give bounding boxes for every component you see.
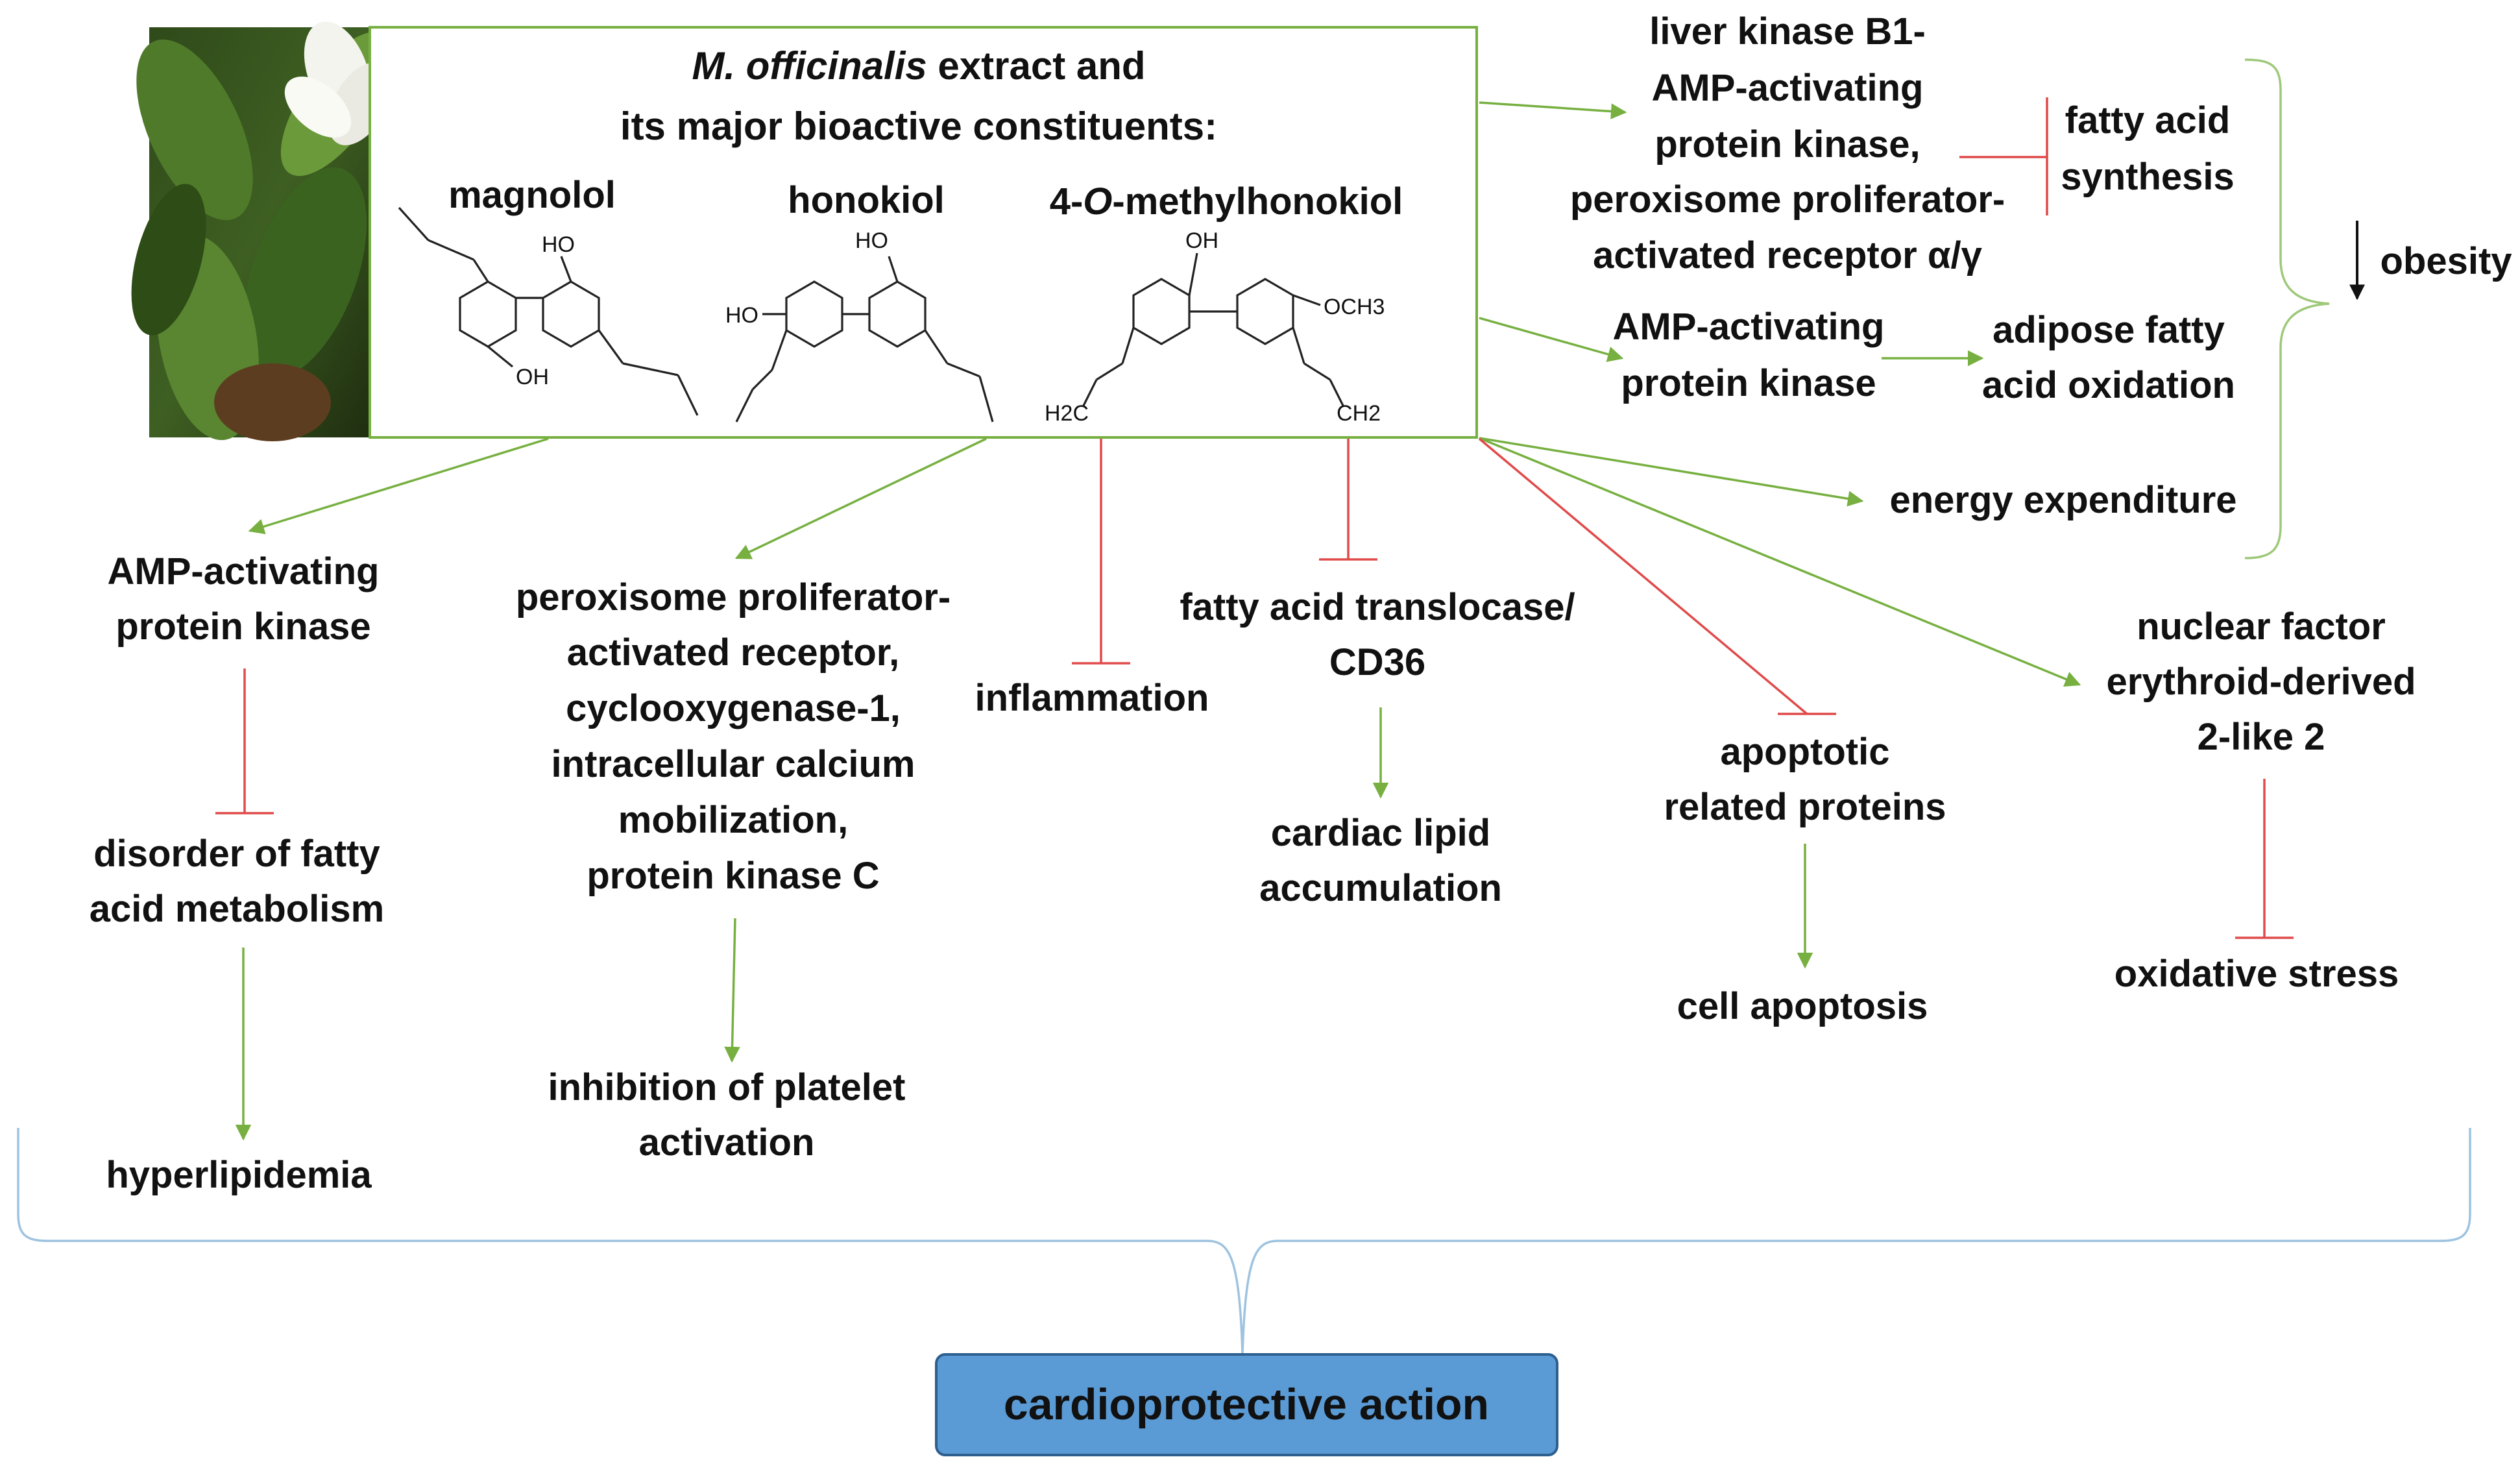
edge-source-to-ampk <box>248 437 549 535</box>
svg-text:acid metabolism: acid metabolism <box>90 888 384 930</box>
svg-text:AMP-activating: AMP-activating <box>1652 67 1924 109</box>
svg-text:activated receptor α/γ: activated receptor α/γ <box>1593 234 1983 276</box>
svg-text:synthesis: synthesis <box>2061 156 2235 198</box>
node-cardiac-lipid-accumulation: cardiac lipid accumulation <box>1259 812 1502 909</box>
svg-text:AMP-activating: AMP-activating <box>108 550 380 593</box>
svg-text:mobilization,: mobilization, <box>618 799 848 841</box>
svg-text:CD36: CD36 <box>1329 641 1425 683</box>
inhibition-edges <box>215 97 2294 939</box>
node-energy-expenditure: energy expenditure <box>1889 479 2236 521</box>
node-ppar-cox1-calcium-pkc: peroxisome proliferator- activated recep… <box>516 576 951 897</box>
edge-source-to-ampk-right <box>1479 317 1624 362</box>
node-apoptotic-related-proteins: apoptotic related proteins <box>1664 731 1946 828</box>
svg-text:protein kinase C: protein kinase C <box>587 855 879 897</box>
source-title-line2: its major bioactive constituents: <box>620 104 1217 148</box>
edge-source-to-energy <box>1479 437 1864 507</box>
compound-name-magnolol: magnolol <box>448 174 616 216</box>
edge-ppar-to-platelet <box>724 918 740 1063</box>
svg-text:disorder of fatty: disorder of fatty <box>93 833 380 875</box>
methylhonokiol-och3-label: OCH3 <box>1324 295 1385 319</box>
cardioprotective-action-box <box>935 1353 1558 1456</box>
cardioprotective-brace <box>17 1128 2471 1354</box>
svg-text:fatty acid translocase/: fatty acid translocase/ <box>1180 586 1575 628</box>
node-cd36: fatty acid translocase/ CD36 <box>1180 586 1575 683</box>
magnolol-structure: HO OH <box>398 206 699 416</box>
methylhonokiol-ch2-label: CH2 <box>1337 401 1381 426</box>
honokiol-structure: HO HO <box>725 228 994 422</box>
svg-text:protein kinase: protein kinase <box>1621 362 1876 404</box>
svg-text:activation: activation <box>639 1121 815 1164</box>
methylhonokiol-oh-label: OH <box>1185 228 1218 253</box>
svg-text:liver kinase B1-: liver kinase B1- <box>1649 10 1926 53</box>
svg-text:AMP-activating: AMP-activating <box>1613 306 1885 348</box>
svg-text:2-like 2: 2-like 2 <box>2198 716 2325 758</box>
methylhonokiol-h2c-label: H2C <box>1045 401 1089 426</box>
node-hyperlipidemia: hyperlipidemia <box>106 1154 372 1196</box>
svg-text:erythroid-derived: erythroid-derived <box>2107 661 2416 703</box>
node-adipose-fatty-acid-oxidation: adipose fatty acid oxidation <box>1982 309 2235 406</box>
honokiol-ho-top-label: HO <box>855 228 888 253</box>
svg-text:acid oxidation: acid oxidation <box>1982 364 2235 406</box>
svg-text:intracellular calcium: intracellular calcium <box>551 743 915 785</box>
magnolia-photo <box>131 21 394 441</box>
node-disorder-fatty-acid-metabolism: disorder of fatty acid metabolism <box>90 833 384 930</box>
node-obesity: obesity <box>2380 240 2512 282</box>
svg-text:related proteins: related proteins <box>1664 786 1946 828</box>
compound-name-honokiol: honokiol <box>788 179 945 221</box>
svg-text:cyclooxygenase-1,: cyclooxygenase-1, <box>566 687 901 729</box>
node-nrf2: nuclear factor erythroid-derived 2-like … <box>2107 606 2416 758</box>
svg-text:inhibition of platelet: inhibition of platelet <box>548 1066 906 1108</box>
source-title-line1: M. officinalis extract and <box>692 44 1145 88</box>
magnolol-ho-label: HO <box>542 232 575 257</box>
node-inhibition-platelet-activation: inhibition of platelet activation <box>548 1066 906 1164</box>
magnolol-oh-label: OH <box>516 365 549 389</box>
node-ampk-right: AMP-activating protein kinase <box>1613 306 1885 404</box>
svg-text:cardiac lipid: cardiac lipid <box>1271 812 1490 854</box>
edge-source-to-ppar <box>734 437 987 559</box>
node-cell-apoptosis: cell apoptosis <box>1677 985 1928 1027</box>
svg-text:apoptotic: apoptotic <box>1721 731 1890 773</box>
node-ampk: AMP-activating protein kinase <box>108 550 380 648</box>
svg-text:protein kinase: protein kinase <box>115 606 370 648</box>
svg-text:fatty acid: fatty acid <box>2065 99 2231 141</box>
cardioprotective-action-label: cardioprotective action <box>1004 1380 1489 1429</box>
svg-text:peroxisome proliferator-: peroxisome proliferator- <box>516 576 951 618</box>
methylhonokiol-structure: OH OCH3 H2C CH2 <box>1045 228 1385 426</box>
source-box <box>369 26 1478 439</box>
node-inflammation: inflammation <box>975 677 1209 719</box>
obesity-brace <box>2244 58 2330 559</box>
edge-source-inhibits-apoptotic <box>1478 437 1808 715</box>
svg-text:peroxisome proliferator-: peroxisome proliferator- <box>1570 178 2005 221</box>
node-fatty-acid-synthesis: fatty acid synthesis <box>2061 99 2235 198</box>
node-lkb1-ampk-ppar: liver kinase B1- AMP-activating protein … <box>1570 10 2005 276</box>
svg-text:activated receptor,: activated receptor, <box>567 631 900 674</box>
compound-name-methylhonokiol: 4-O-methylhonokiol <box>1050 180 1403 223</box>
svg-text:protein kinase,: protein kinase, <box>1654 123 1920 165</box>
svg-text:adipose fatty: adipose fatty <box>1993 309 2225 351</box>
activation-edges <box>235 101 2081 1141</box>
node-oxidative-stress: oxidative stress <box>2114 953 2399 995</box>
svg-text:nuclear factor: nuclear factor <box>2137 606 2386 648</box>
edge-source-to-lkb1 <box>1479 101 1627 119</box>
honokiol-ho-left-label: HO <box>725 303 758 328</box>
svg-text:accumulation: accumulation <box>1259 867 1502 909</box>
edge-source-to-nrf2 <box>1479 437 2081 687</box>
